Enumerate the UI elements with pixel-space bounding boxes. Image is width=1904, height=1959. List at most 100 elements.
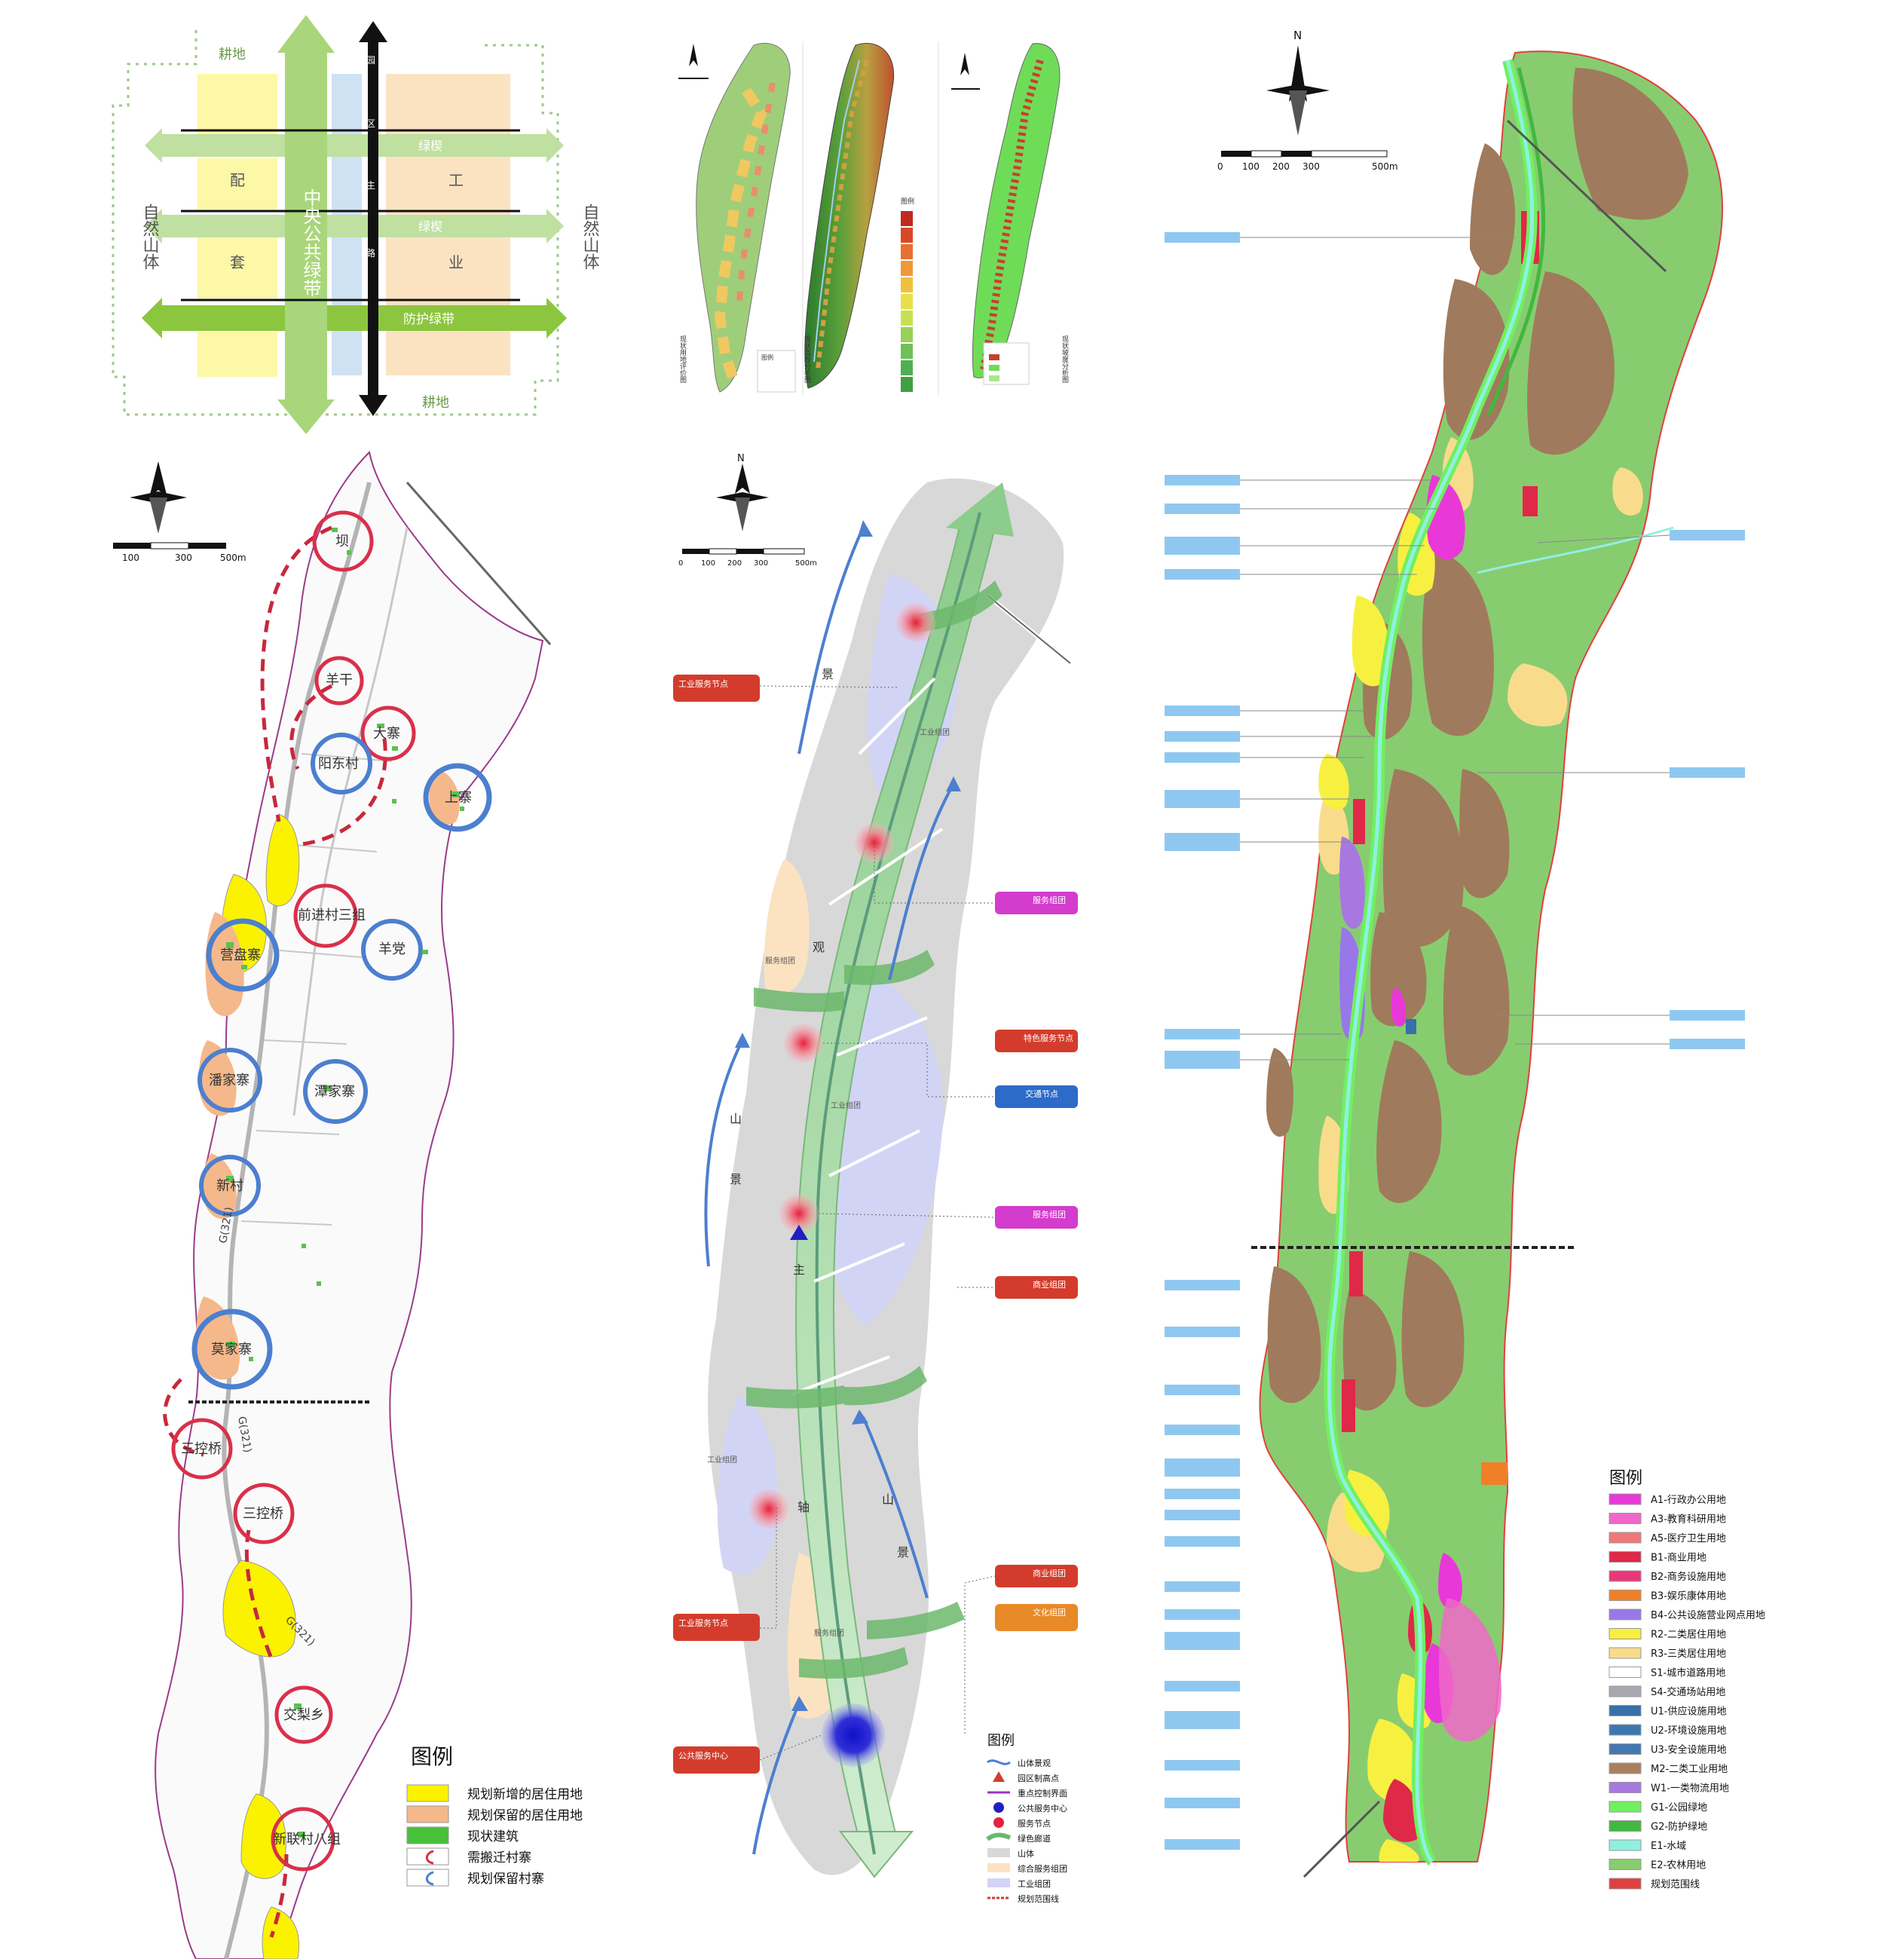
landuse-legend-label-8: R3-三类居住用地 — [1651, 1648, 1726, 1660]
structure-legend-0: 山体景观 — [1018, 1758, 1051, 1768]
callout-10[interactable] — [673, 1746, 760, 1774]
village-label-dazhai: 大寨 — [373, 726, 400, 742]
structure-north-label: N — [737, 453, 745, 464]
village-map: 100 300 500m — [113, 450, 583, 1959]
village-circle-dazhai[interactable] — [360, 706, 416, 761]
structure-legend-9: 规划范围线 — [1018, 1893, 1059, 1904]
landuse-legend-swatch-19 — [1609, 1859, 1642, 1870]
landuse-legend-items: A1-行政办公用地A3-教育科研用地A5-医疗卫生用地B1-商业用地B2-商务设… — [1609, 1493, 1765, 1890]
map1-title: 现状用地评价图 — [678, 335, 687, 384]
service-node-5[interactable] — [749, 1489, 788, 1529]
legend-swatch-existing — [406, 1826, 449, 1844]
landuse-legend-label-1: A3-教育科研用地 — [1651, 1514, 1726, 1526]
village-circle-yangdongcun[interactable] — [311, 733, 372, 794]
structure-legend-8: 工业组团 — [1018, 1878, 1051, 1889]
village-circle-sankongqiao-2[interactable] — [233, 1483, 295, 1544]
landuse-legend-title: 图例 — [1609, 1469, 1642, 1488]
industrial-cluster-lower — [717, 1394, 779, 1574]
landuse-legend-label-10: S4-交通场站用地 — [1651, 1686, 1725, 1698]
service-node-3[interactable] — [784, 1024, 823, 1063]
landuse-legend-swatch-14 — [1609, 1762, 1642, 1774]
landuse-legend-swatch-18 — [1609, 1839, 1642, 1851]
main-road-char-4: 路 — [366, 247, 375, 259]
service-cluster-1 — [764, 859, 810, 995]
industrial-block-4 — [1443, 279, 1510, 440]
landuse-legend-swatch-8 — [1609, 1647, 1642, 1659]
village-circle-mojiazhai[interactable] — [191, 1309, 273, 1390]
callout-3[interactable] — [995, 1030, 1078, 1052]
village-circle-shangzhai[interactable] — [423, 763, 492, 832]
main-road-char-1: 园 — [366, 55, 375, 66]
landuse-callouts-right — [1670, 530, 1745, 1049]
landuse-scale-500: 500m — [1372, 161, 1398, 172]
structure-map: N 0 100 200 300 500m — [673, 453, 1078, 1904]
legend-label-existing: 现状建筑 — [467, 1829, 519, 1844]
callout-1[interactable] — [673, 675, 760, 702]
landuse-legend-label-3: B1-商业用地 — [1651, 1553, 1707, 1564]
callout-9[interactable] — [673, 1614, 760, 1641]
structure-scale-100: 100 — [701, 559, 715, 568]
river-water — [1327, 60, 1535, 1863]
mountain-left-label: 自然山体 — [140, 204, 160, 270]
public-service-center[interactable] — [822, 1703, 885, 1767]
village-road-2 — [292, 527, 409, 1116]
landuse-callout-leaders — [1240, 237, 1670, 1061]
legend-swatch-retained — [406, 1805, 449, 1823]
village-circle-ba[interactable] — [312, 510, 374, 572]
callout-6[interactable] — [995, 1276, 1078, 1299]
landuse-legend-label-7: R2-二类居住用地 — [1651, 1630, 1726, 1641]
landuse-legend-swatch-12 — [1609, 1724, 1642, 1736]
callout-6-label: 商业组团 — [1033, 1279, 1066, 1290]
map2-legend-label: 图例 — [901, 197, 914, 206]
callout-8[interactable] — [995, 1604, 1078, 1631]
r2-zone-5 — [1367, 1719, 1419, 1802]
landuse-legend-label-13: U3-安全设施用地 — [1651, 1744, 1726, 1756]
structure-legend-5: 绿色廊道 — [1018, 1833, 1051, 1844]
map1-legend-label: 图例 — [761, 354, 773, 361]
landuse-legend-label-6: B4-公共设施营业网点用地 — [1651, 1610, 1765, 1621]
village-circle-xinliancun[interactable] — [271, 1807, 335, 1872]
node-callouts: 工业服务节点 服务组团 特色服务节点 交通节点 服务组团 商业组团 商业组团 文… — [673, 675, 1078, 1774]
village-circle-panjiazhai[interactable] — [197, 1048, 262, 1113]
callout-5[interactable] — [995, 1206, 1078, 1229]
callout-2[interactable] — [995, 892, 1078, 914]
landuse-legend-swatch-7 — [1609, 1628, 1642, 1639]
r2-zone-1 — [1351, 595, 1390, 687]
village-circle-yanggan[interactable] — [314, 656, 364, 706]
landuse-callouts-left — [1165, 232, 1240, 1850]
service-node-1[interactable] — [896, 603, 935, 642]
industrial-block-7 — [1382, 769, 1464, 947]
railway-diagonal-1 — [1506, 119, 1667, 273]
river-tributary — [1477, 526, 1674, 574]
structure-legend-4: 服务节点 — [1018, 1819, 1051, 1829]
landuse-legend-swatch-4 — [1609, 1570, 1642, 1582]
industrial-block-12 — [1266, 1048, 1293, 1137]
structure-railway-line — [987, 595, 1071, 664]
village-circle-yingpanzhai[interactable] — [206, 918, 280, 992]
landuse-legend-swatch-0 — [1609, 1493, 1642, 1505]
service-node-4[interactable] — [779, 1194, 819, 1233]
callout-7[interactable] — [995, 1565, 1078, 1587]
village-circle-sankongqiao-1[interactable] — [171, 1418, 233, 1480]
structure-legend-1: 园区制高点 — [1018, 1773, 1059, 1783]
village-circle-jiaolixiang[interactable] — [274, 1685, 333, 1744]
landuse-legend-swatch-2 — [1609, 1532, 1642, 1544]
landuse-legend-label-15: W1-一类物流用地 — [1651, 1783, 1729, 1795]
r2-zone-3 — [1318, 754, 1349, 810]
village-circle-yangdang[interactable] — [361, 919, 423, 981]
village-circle-xincun[interactable] — [199, 1155, 261, 1217]
village-circle-qianjincun[interactable] — [293, 883, 358, 948]
elevation-ridges — [816, 60, 869, 370]
logistics-zone — [1339, 837, 1365, 929]
landuse-north-label: N — [1293, 29, 1302, 42]
structure-legend: 图例 山体景观 园区制高点 重点控制界面 公共服务中心 服务节点 绿色廊道 山体… — [986, 1733, 1067, 1904]
callout-4[interactable] — [995, 1085, 1078, 1108]
village-circle-tanjiazhai[interactable] — [303, 1059, 368, 1124]
concept-diagram: 耕地 耕地 配 套 工 业 绿楔 绿楔 防护绿带 中央公共绿带 自然山体 自然山… — [112, 15, 600, 434]
landuse-legend-swatch-13 — [1609, 1743, 1642, 1755]
landuse-legend-swatch-1 — [1609, 1513, 1642, 1524]
landuse-evaluation-map — [696, 42, 791, 393]
landuse-evaluation-patches-2 — [736, 82, 776, 310]
structure-legend-6: 山体 — [1018, 1848, 1034, 1859]
village-scale-300: 300 — [175, 552, 192, 563]
